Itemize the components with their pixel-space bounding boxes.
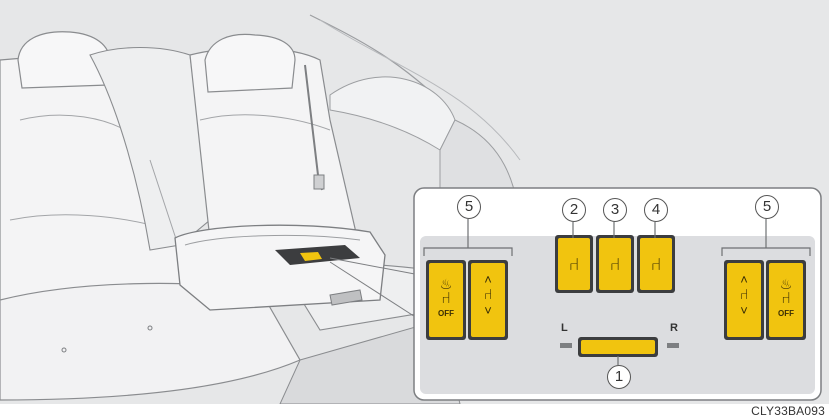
seat-position-button-2[interactable]: ⑁ [558,238,590,290]
right-seat-adjust-button[interactable]: ˄ ⑁ ˅ [727,263,761,337]
callout-5-right: 5 [755,195,779,219]
callout-1: 1 [607,365,631,389]
callout-3: 3 [603,198,627,222]
seat-recline-icon: ⑁ [727,286,761,304]
bottom-bar-button[interactable] [581,340,655,354]
chevron-down-icon: ˅ [471,304,505,317]
chevron-up-icon: ˄ [727,273,761,286]
seat-recline-icon: ⑁ [471,286,505,304]
seat-recline-icon: ⑁ [558,254,590,275]
callout-5-left-label: 5 [465,198,473,215]
callout-5-right-label: 5 [763,198,771,215]
callout-5-left: 5 [457,195,481,219]
callout-3-label: 3 [611,201,619,218]
chevron-down-icon: ˅ [727,304,761,317]
seat-headrest-icon: ⑁ [640,254,672,275]
heater-off-label-right: OFF [769,309,803,318]
seat-icon: ⑁ [769,291,803,307]
left-seat-adjust-button[interactable]: ˄ ⑁ ˅ [471,263,505,337]
left-seat-heater-button[interactable]: ♨ ⑁ OFF [429,263,463,337]
left-indicator-label: L [561,322,568,334]
seat-icon: ⑁ [429,291,463,307]
callout-2-label: 2 [570,201,578,218]
right-indicator-label: R [670,322,678,334]
right-seat-heater-button[interactable]: ♨ ⑁ OFF [769,263,803,337]
callout-1-label: 1 [615,368,623,385]
callout-4: 4 [644,198,668,222]
seat-position-button-4[interactable]: ⑁ [640,238,672,290]
heater-off-label-left: OFF [429,309,463,318]
seat-lumbar-icon: ⑁ [599,254,631,275]
callout-4-label: 4 [652,201,660,218]
seat-heater-icon: ♨ [769,277,803,291]
car-rear-seat-illustration: 5 2 3 4 5 1 L R ♨ ⑁ OFF [0,0,829,404]
seat-heater-icon: ♨ [429,277,463,291]
callout-2: 2 [562,198,586,222]
chevron-up-icon: ˄ [471,273,505,286]
seat-position-button-3[interactable]: ⑁ [599,238,631,290]
figure-code: CLY33BA093 [751,404,825,418]
